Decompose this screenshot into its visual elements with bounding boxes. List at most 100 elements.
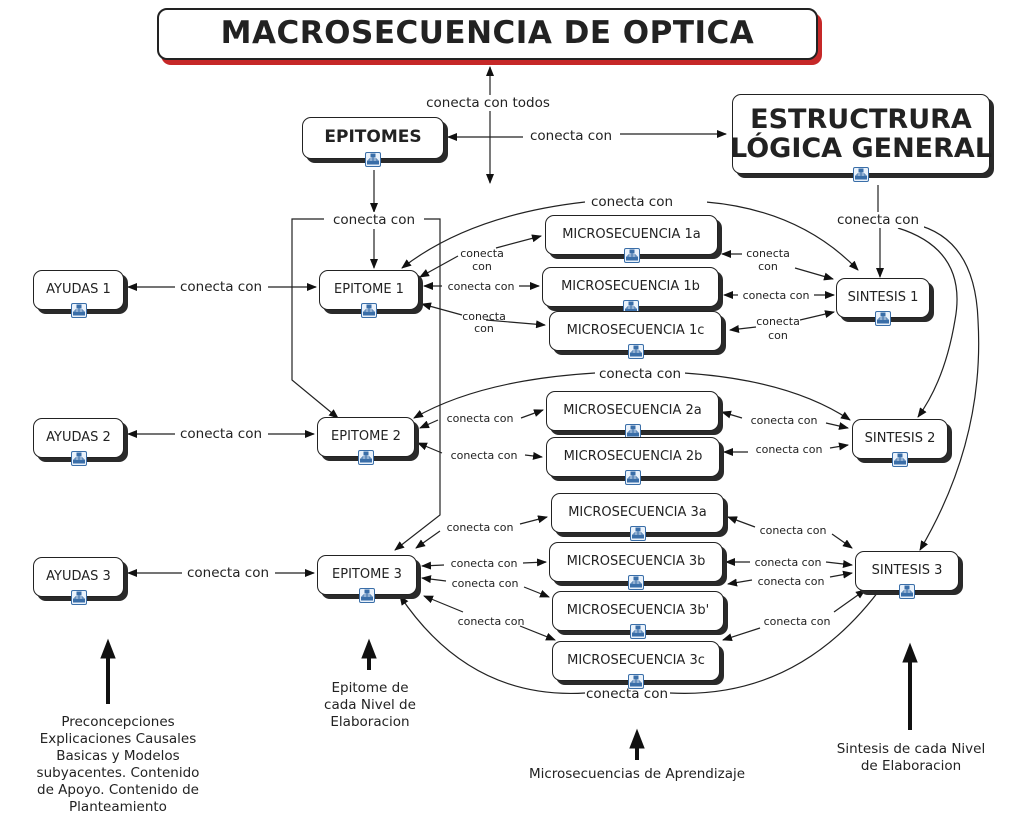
link-label: conecta con — [452, 577, 519, 590]
link-label: conecta con — [448, 280, 515, 293]
micro-1c-node[interactable]: MICROSECUENCIA 1c — [549, 311, 722, 359]
micro-2a-label: MICROSECUENCIA 2a — [563, 402, 702, 418]
ayudas-3-label: AYUDAS 3 — [46, 568, 111, 584]
link-s3-m3a-a — [727, 516, 756, 528]
link-arc3-right — [669, 583, 885, 694]
annotation-line: Planteamiento — [69, 799, 167, 815]
sintesis-1-node[interactable]: SINTESIS 1 — [836, 278, 930, 326]
link-e2-m2a-a — [419, 419, 439, 429]
up-arrow-sintesis-head — [902, 642, 918, 663]
micro-1a-label: MICROSECUENCIA 1a — [562, 226, 701, 242]
concept-map-icon[interactable] — [358, 450, 374, 465]
micro-3c-label: MICROSECUENCIA 3c — [567, 652, 705, 668]
sintesis-annotation: Sintesis de cada Nivel de Elaboracion — [806, 741, 1016, 775]
link-connector-epitome3 — [394, 218, 441, 551]
concept-map-icon[interactable] — [361, 303, 377, 318]
micro-3b-prime-label: MICROSECUENCIA 3b' — [566, 602, 710, 618]
concept-map-icon[interactable] — [629, 526, 646, 541]
link-label: conecta con — [187, 565, 269, 581]
concept-map-icon[interactable] — [365, 152, 381, 167]
link-e2-m2a-b — [520, 409, 544, 419]
micro-1b-label: MICROSECUENCIA 1b — [561, 278, 700, 294]
concept-map-icon[interactable] — [628, 674, 644, 689]
epitome-3-label: EPITOME 3 — [332, 566, 402, 582]
concept-map-icon[interactable] — [70, 451, 87, 466]
sintesis-1-label: SINTESIS 1 — [847, 289, 919, 305]
sintesis-2-node[interactable]: SINTESIS 2 — [852, 419, 948, 467]
concept-map-icon[interactable] — [892, 452, 908, 467]
up-arrow-epitome-head — [361, 638, 377, 659]
micro-2a-node[interactable]: MICROSECUENCIA 2a — [546, 391, 719, 439]
sintesis-3-node[interactable]: SINTESIS 3 — [855, 551, 959, 599]
link-e1-m1a-b — [495, 234, 542, 249]
link-label: conecta con — [591, 194, 673, 210]
micro-3a-node[interactable]: MICROSECUENCIA 3a — [551, 493, 724, 541]
link-label: conecta con — [758, 575, 825, 588]
concept-map-icon[interactable] — [630, 624, 646, 639]
annotation-line: de Apoyo. Contenido de — [37, 782, 199, 798]
link-s2-m2b-b — [829, 442, 849, 451]
annotation-line: de Elaboracion — [860, 758, 962, 774]
title-node[interactable]: MACROSECUENCIA DE OPTICA — [157, 8, 818, 60]
link-arc3-left — [399, 595, 586, 695]
ayudas-1-label: AYUDAS 1 — [46, 281, 111, 297]
link-label: conecta con todos — [426, 95, 550, 111]
title-label: MACROSECUENCIA DE OPTICA — [220, 15, 755, 52]
annotation-line: Elaboracion — [330, 714, 410, 730]
link-e1-m1a-a — [419, 255, 459, 278]
estructura-label-line2: LÓGICA GENERAL — [729, 133, 993, 164]
micro-2b-label: MICROSECUENCIA 2b — [563, 448, 703, 464]
link-label: con — [474, 322, 494, 335]
annotation-line: Explicaciones Causales — [39, 731, 197, 747]
link-s3-m3c-b — [833, 589, 866, 613]
micro-3b-node[interactable]: MICROSECUENCIA 3b — [549, 542, 723, 590]
concept-map-icon[interactable] — [359, 588, 375, 603]
concept-map-icon[interactable] — [628, 575, 644, 590]
concept-map-icon[interactable] — [70, 303, 87, 318]
estructura-label-line1: ESTRUCTRURA — [750, 103, 972, 135]
micro-1b-node[interactable]: MICROSECUENCIA 1b — [542, 267, 719, 315]
annotation-line: cada Nivel de — [324, 697, 416, 713]
estructura-node[interactable]: ESTRUCTRURA LÓGICA GENERAL — [729, 94, 993, 182]
concept-map-icon[interactable] — [623, 248, 640, 263]
link-s1-m1a-b — [794, 267, 834, 281]
concept-map-icon[interactable] — [627, 344, 644, 359]
concept-map-icon[interactable] — [70, 590, 87, 605]
link-label: conecta con — [586, 686, 668, 702]
annotation-line: Epitome de — [331, 680, 409, 696]
link-e3-m3bp-a — [421, 575, 447, 584]
micro-1c-label: MICROSECUENCIA 1c — [566, 322, 705, 338]
link-label: conecta con — [447, 521, 514, 534]
ayudas-2-node[interactable]: AYUDAS 2 — [33, 418, 124, 466]
annotation-line: subyacentes. Contenido — [36, 765, 200, 781]
epitome-1-node[interactable]: EPITOME 1 — [319, 270, 419, 318]
link-s1-m1c-a — [729, 324, 757, 333]
link-label: conecta con — [743, 289, 810, 302]
up-arrow-ayudas-head — [100, 638, 116, 659]
epitome-3-node[interactable]: EPITOME 3 — [317, 555, 417, 603]
up-arrow-micro-head — [629, 728, 645, 749]
micro-3b-prime-node[interactable]: MICROSECUENCIA 3b' — [552, 591, 724, 639]
epitome-2-label: EPITOME 2 — [331, 428, 401, 444]
link-s2-m2a-a — [721, 410, 743, 419]
link-arc1-right — [705, 201, 859, 271]
link-label: con — [768, 329, 788, 342]
epitomes-node[interactable]: EPITOMES — [302, 117, 444, 167]
epitome-2-node[interactable]: EPITOME 2 — [317, 417, 415, 465]
micro-3c-node[interactable]: MICROSECUENCIA 3c — [552, 641, 720, 689]
micro-1a-node[interactable]: MICROSECUENCIA 1a — [545, 215, 718, 263]
micro-2b-node[interactable]: MICROSECUENCIA 2b — [546, 437, 720, 485]
link-label: conecta — [756, 315, 800, 328]
epitome-annotation: Epitome de cada Nivel de Elaboracion — [290, 680, 450, 731]
concept-map-icon[interactable] — [899, 584, 915, 599]
concept-map-icon[interactable] — [875, 311, 891, 326]
link-s3-m3a-b — [831, 533, 853, 549]
concept-map-icon[interactable] — [624, 424, 641, 439]
micro-3a-label: MICROSECUENCIA 3a — [568, 504, 707, 520]
concept-map-icon[interactable] — [853, 167, 869, 182]
concept-map-icon[interactable] — [625, 470, 641, 485]
link-label: conecta — [746, 247, 790, 260]
ayudas-3-node[interactable]: AYUDAS 3 — [33, 557, 124, 605]
link-s1-m1c-b — [799, 310, 835, 321]
ayudas-1-node[interactable]: AYUDAS 1 — [33, 270, 124, 318]
